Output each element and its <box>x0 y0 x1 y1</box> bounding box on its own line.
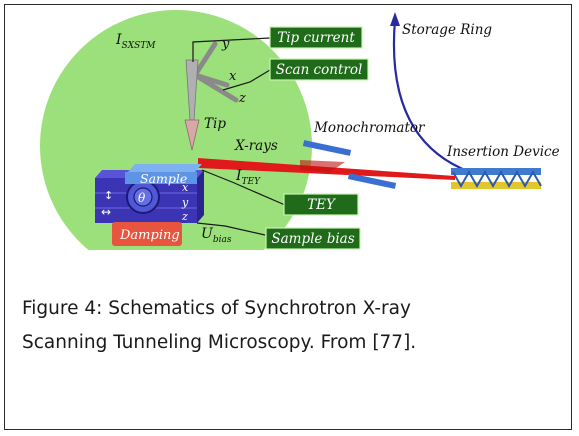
sample-label: Sample <box>140 171 187 186</box>
axis-z-label: z <box>238 91 246 106</box>
insertion-device <box>451 168 542 189</box>
connection-lines <box>192 37 286 236</box>
axis-x-label: x <box>229 69 237 84</box>
damping-block <box>112 222 182 246</box>
theta-label: θ <box>138 191 146 205</box>
caption-line-2: Scanning Tunneling Microscopy. From [77]… <box>22 332 417 353</box>
tip-apex <box>184 119 200 151</box>
sample-plate <box>125 172 197 184</box>
stage-z-label: z <box>181 210 188 223</box>
insertion-device-label: Insertion Device <box>446 144 560 160</box>
isxstm-label: ISXSTM <box>115 32 156 51</box>
tip-current-box: Tip current <box>269 26 363 49</box>
storage-ring-label: Storage Ring <box>402 22 492 38</box>
monochromator-label: Monochromator <box>313 120 426 136</box>
monochromator-crystal-2 <box>347 173 397 189</box>
damping-label: Damping <box>119 228 180 243</box>
horizontal-arrow-icon: ↔ <box>101 205 111 219</box>
ubias-label: Ubias <box>201 226 232 245</box>
figure-caption: Figure 4: Schematics of Synchrotron X-ra… <box>22 292 557 360</box>
stage-x-label: x <box>182 181 189 194</box>
stage-y-label: y <box>181 196 189 209</box>
storage-ring-arc <box>392 19 471 174</box>
sxstm-schematic: Storage Ring Insertion Device Monochroma… <box>40 10 560 250</box>
svg-text:Tip current: Tip current <box>277 30 355 46</box>
tey-box: TEY <box>283 193 359 216</box>
storage-ring-arrow <box>390 12 400 26</box>
svg-text:Sample bias: Sample bias <box>271 231 354 247</box>
monochromator-crystal-1 <box>302 140 352 156</box>
scanner-axes <box>192 41 239 103</box>
tip-label: Tip <box>204 116 226 132</box>
vertical-arrow-icon: ↕ <box>104 189 113 202</box>
caption-line-1: Figure 4: Schematics of Synchrotron X-ra… <box>22 298 411 319</box>
axis-y-label: y <box>221 37 230 52</box>
xray-beam-shadow <box>300 160 345 172</box>
itey-label: ITEY <box>235 168 261 187</box>
xrays-label: X-rays <box>234 138 278 154</box>
sample-plate-top <box>128 164 202 172</box>
svg-text:Scan control: Scan control <box>276 62 363 78</box>
sample-bias-box: Sample bias <box>265 227 361 250</box>
svg-text:TEY: TEY <box>307 197 336 213</box>
scan-control-box: Scan control <box>269 58 369 81</box>
